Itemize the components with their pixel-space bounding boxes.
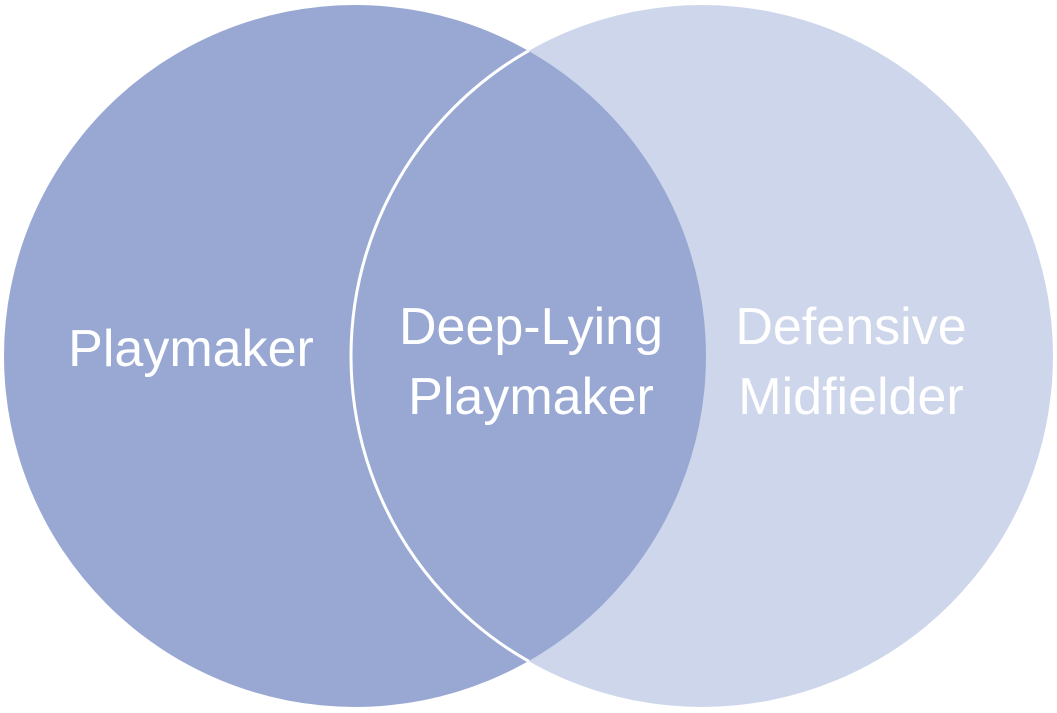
intersection-label: Deep-Lying Playmaker xyxy=(399,292,663,432)
left-circle-label: Playmaker xyxy=(68,320,314,378)
intersection-outline-arc xyxy=(349,5,706,707)
left-circle xyxy=(4,5,706,707)
right-circle-label: Defensive Midfielder xyxy=(735,292,966,432)
right-circle-label-line2: Midfielder xyxy=(738,368,964,426)
right-circle-label-line1: Defensive xyxy=(735,298,967,356)
intersection-label-line2: Playmaker xyxy=(408,368,654,426)
intersection-label-line1: Deep-Lying xyxy=(398,298,664,356)
